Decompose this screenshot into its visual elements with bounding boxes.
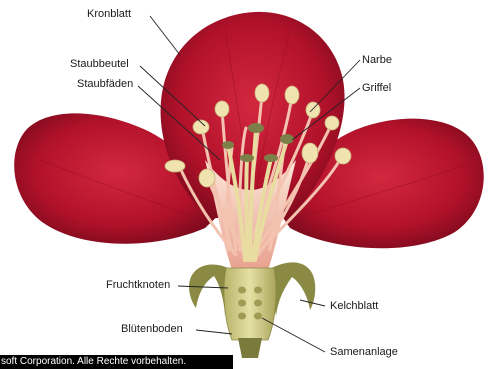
stem <box>238 338 262 358</box>
receptacle <box>224 268 276 340</box>
label-staubfaeden: Staubfäden <box>77 78 133 91</box>
label-fruchtknoten: Fruchtknoten <box>106 279 170 292</box>
label-samenanlage: Samenanlage <box>330 346 398 359</box>
label-staubbeutel: Staubbeutel <box>70 58 129 71</box>
label-narbe: Narbe <box>362 54 392 67</box>
copyright-notice: soft Corporation. Alle Rechte vorbehalte… <box>0 355 233 369</box>
label-kelchblatt: Kelchblatt <box>330 300 378 313</box>
label-kronblatt: Kronblatt <box>87 8 131 21</box>
label-bluetenboden: Blütenboden <box>121 323 183 336</box>
label-griffel: Griffel <box>362 82 391 95</box>
